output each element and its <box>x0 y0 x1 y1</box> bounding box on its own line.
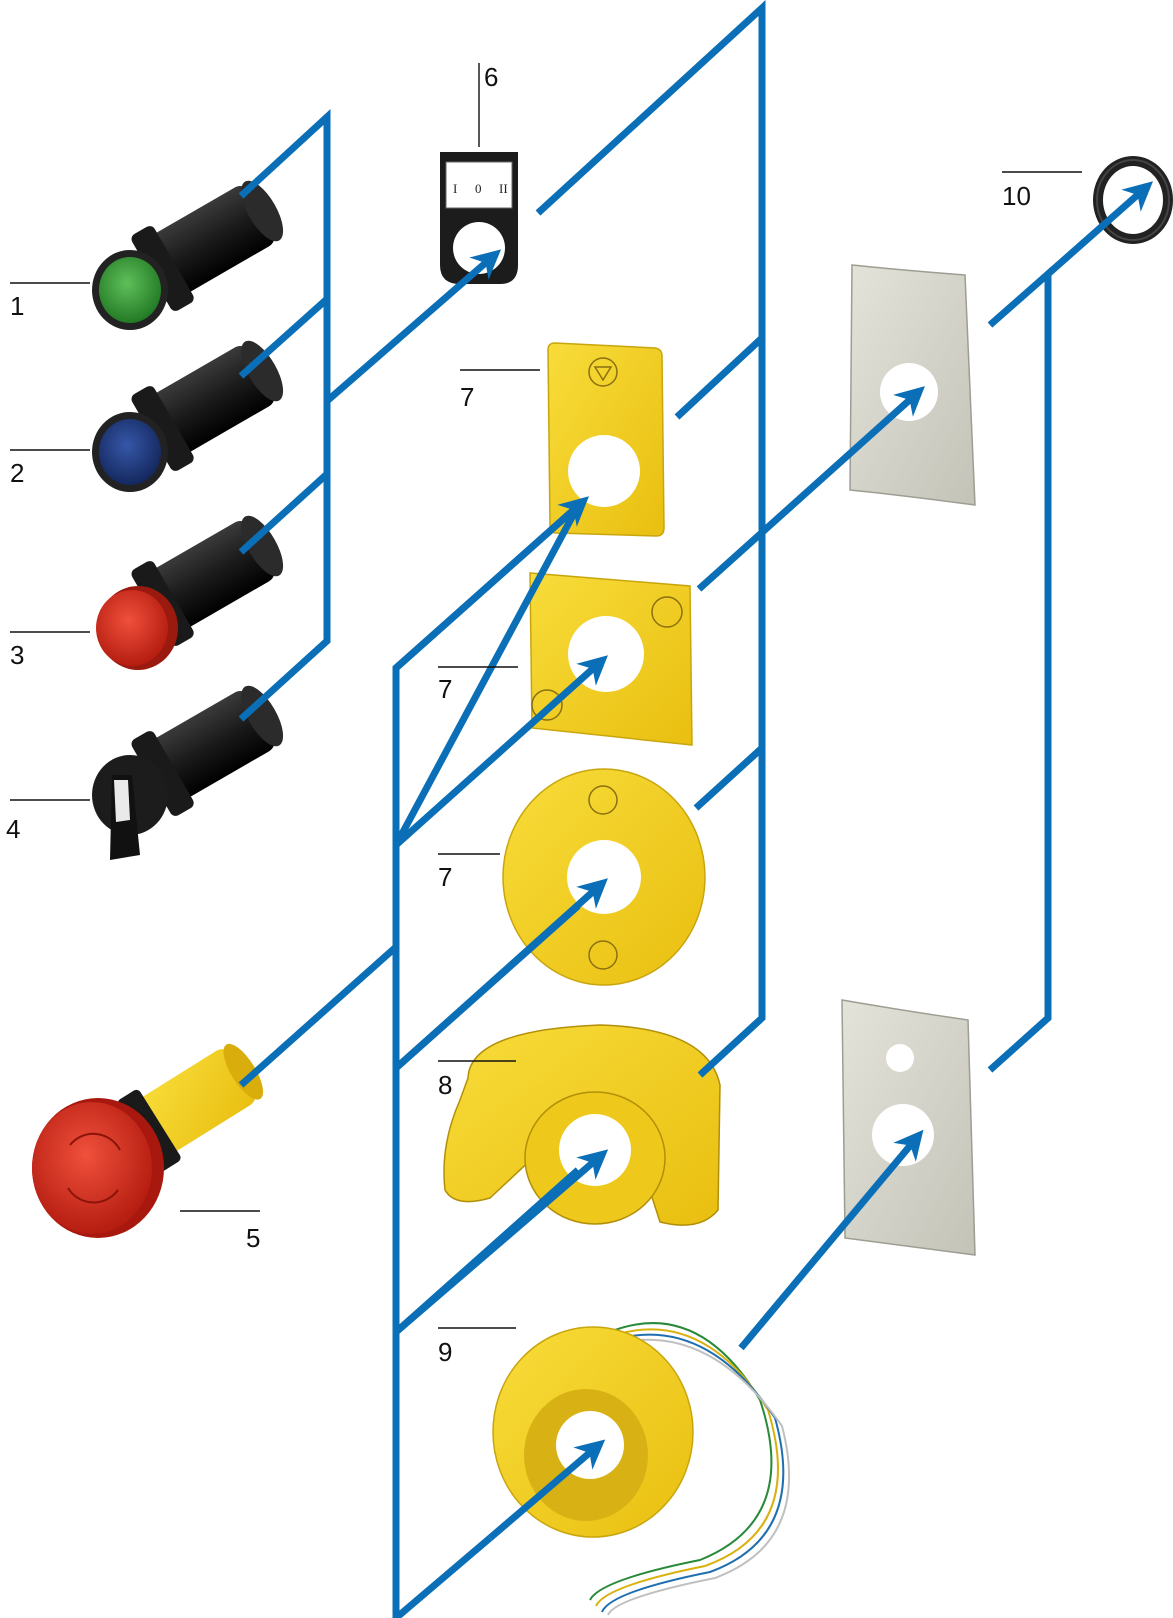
legend-mark-1: I <box>453 181 457 196</box>
protective-collar-icon <box>443 1024 721 1226</box>
emergency-triangle-icon <box>588 785 618 815</box>
selector-switch-icon <box>92 685 284 860</box>
callout-7c: 7 <box>438 853 500 892</box>
emergency-stop-icon <box>32 1043 264 1238</box>
callout-2-label: 2 <box>10 458 24 488</box>
callout-7b: 7 <box>438 666 518 704</box>
callout-3: 3 <box>10 631 90 670</box>
mounting-panel-icon <box>841 999 976 1256</box>
pushbutton-green-icon <box>92 180 284 330</box>
callout-9: 9 <box>438 1327 516 1367</box>
callout-9-label: 9 <box>438 1337 452 1367</box>
illuminated-ring-icon <box>492 1322 790 1616</box>
warning-label-plate-icon <box>547 342 665 537</box>
mounting-panel-icon <box>849 264 976 506</box>
callout-7a-label: 7 <box>460 382 474 412</box>
callout-2: 2 <box>10 449 90 488</box>
callout-8-label: 8 <box>438 1070 452 1100</box>
callout-6: 6 <box>478 62 498 147</box>
legend-mark-2: 0 <box>475 181 482 196</box>
callout-4-label: 4 <box>6 814 20 844</box>
callout-10-label: 10 <box>1002 181 1031 211</box>
emergency-triangle-icon <box>651 596 683 628</box>
pushbutton-red-icon <box>96 515 284 670</box>
callout-5: 5 <box>180 1210 260 1253</box>
callout-3-label: 3 <box>10 640 24 670</box>
callout-5-label: 5 <box>246 1223 260 1253</box>
warning-label-plate-icon <box>529 572 693 746</box>
callout-10: 10 <box>1002 171 1082 211</box>
callout-1-label: 1 <box>10 291 24 321</box>
callout-4: 4 <box>6 799 90 844</box>
callout-6-label: 6 <box>484 62 498 92</box>
callout-1: 1 <box>10 282 90 321</box>
warning-label-plate-icon <box>502 768 706 986</box>
emergency-triangle-icon <box>588 357 618 387</box>
callout-8: 8 <box>438 1060 516 1100</box>
assembly-connector-lines <box>238 0 1154 1618</box>
callout-7b-label: 7 <box>438 674 452 704</box>
callout-7a: 7 <box>460 369 540 412</box>
callout-7c-label: 7 <box>438 862 452 892</box>
legend-mark-3: II <box>499 181 508 196</box>
